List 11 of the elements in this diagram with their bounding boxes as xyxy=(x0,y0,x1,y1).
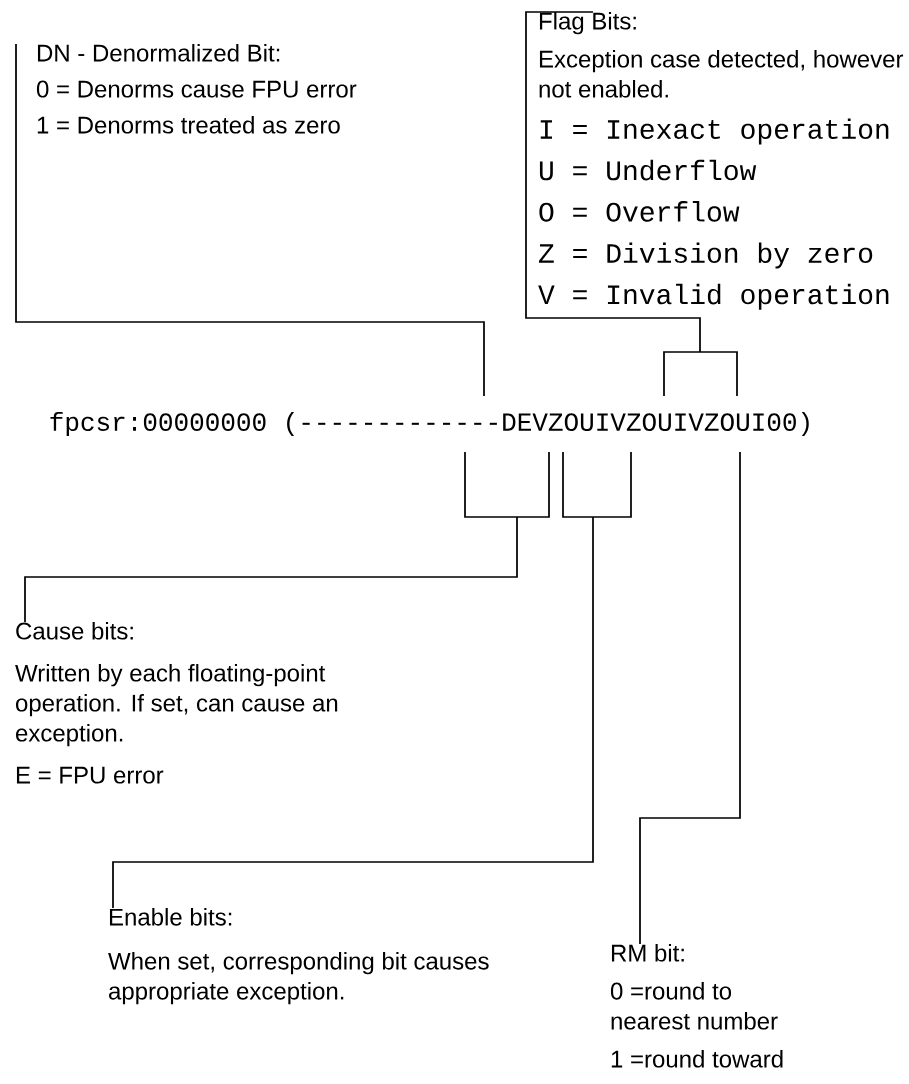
register-value: fpcsr:00000000 (-------------DEVZOUIVZOUIVZOUI00) xyxy=(50,411,809,437)
leader-line xyxy=(112,451,632,909)
leader-line xyxy=(24,451,550,623)
annotation-text: Flag Bits: Exception case detected, however not enabled. I = Inexact operation U = Underflow O = Overflow Z = Division by zero V = Invalid operation xyxy=(538,12,904,310)
annotation-text: Enable bits: When set, corresponding bit causes appropriate exception. xyxy=(108,908,489,1005)
leader-line xyxy=(525,11,738,397)
annotation-text: DN - Denormalized Bit: 0 = Denorms cause FPU error 1 = Denorms treated as zero xyxy=(36,44,357,134)
leader-line xyxy=(639,451,741,945)
leader-line xyxy=(15,43,485,397)
annotation-text: Cause bits: Written by each floating-point operation. If set, can cause an exception. E = FPU error xyxy=(15,622,338,784)
annotation-text: RM bit: 0 =round to nearest number 1 =round toward xyxy=(610,944,783,1068)
